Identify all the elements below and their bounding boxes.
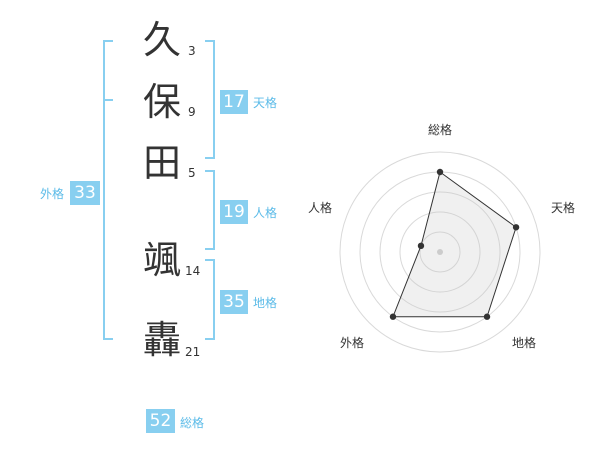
name-char-4: 颯: [143, 238, 182, 282]
name-char-5: 轟: [143, 318, 182, 362]
radar-label-jinkaku: 人格: [308, 201, 333, 215]
radar-ring-1: [419, 231, 461, 273]
gaikaku-label: 外格: [40, 187, 65, 201]
tenkaku-label: 天格: [253, 96, 278, 110]
chikaku-value: 35: [220, 290, 248, 314]
chikaku-label: 地格: [253, 296, 278, 310]
jinkaku-value: 19: [220, 200, 248, 224]
stroke-count-3: 5: [188, 166, 196, 180]
chikaku-bracket: [205, 259, 215, 340]
tenkaku-value: 17: [220, 90, 248, 114]
radar-label-gaikaku: 外格: [340, 336, 365, 350]
radar-point-5: [417, 242, 425, 250]
stroke-count-1: 3: [188, 44, 196, 58]
radar-ring-3: [379, 191, 501, 313]
radar-label-soukaku: 総格: [428, 123, 453, 137]
gaikaku-bracket: [103, 40, 113, 340]
name-char-1: 久: [143, 18, 182, 62]
tenkaku-bracket: [205, 40, 215, 159]
stroke-count-5: 21: [185, 345, 201, 359]
radar-label-tenkaku: 天格: [551, 201, 576, 215]
stroke-count-4: 14: [185, 264, 201, 278]
soukaku-label: 総格: [180, 416, 205, 430]
radar-ring-2: [399, 211, 481, 293]
radar-center-dot: [437, 249, 443, 255]
jinkaku-label: 人格: [253, 206, 278, 220]
radar-point-4: [389, 313, 397, 320]
radar-point-3: [483, 313, 491, 320]
radar-polygon: [392, 171, 517, 318]
name-char-2: 保: [143, 80, 182, 124]
radar-point-1: [436, 168, 444, 176]
soukaku-value: 52: [146, 409, 175, 433]
radar-point-2: [512, 224, 520, 231]
gaikaku-value: 33: [70, 181, 100, 205]
radar-label-chikaku: 地格: [512, 336, 537, 350]
gaikaku-bracket-tick-1: [103, 99, 113, 101]
jinkaku-bracket: [205, 170, 215, 250]
stroke-count-2: 9: [188, 105, 196, 119]
name-char-3: 田: [143, 141, 182, 185]
